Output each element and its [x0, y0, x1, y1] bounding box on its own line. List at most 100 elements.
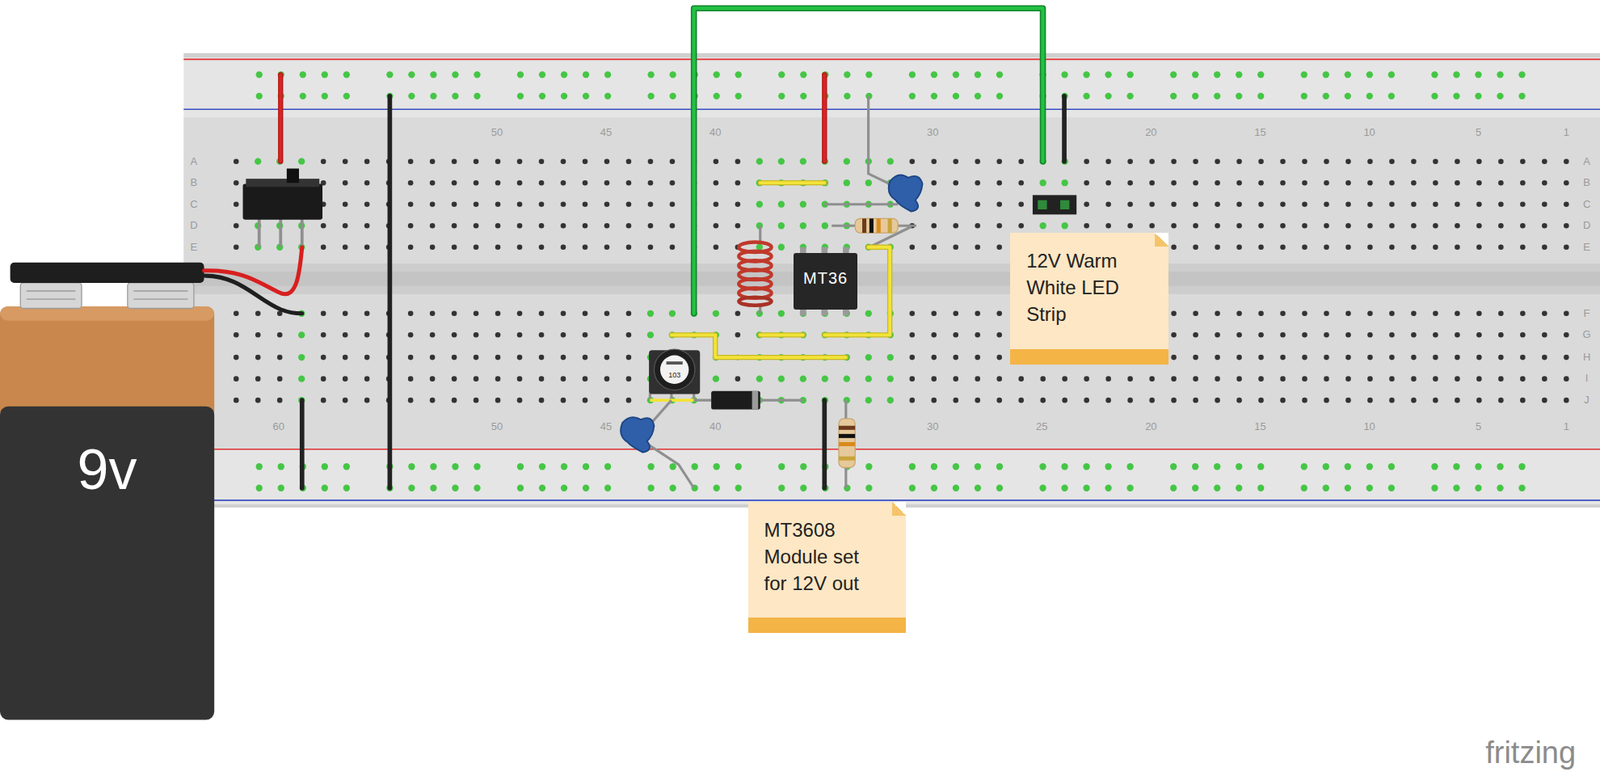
breadboard-hole [1258, 332, 1264, 338]
breadboard-hole [451, 180, 458, 186]
breadboard-hole [429, 332, 436, 338]
breadboard-hole [254, 158, 262, 165]
column-number: 50 [491, 126, 503, 139]
breadboard-hole [560, 71, 568, 78]
breadboard-hole [495, 158, 502, 165]
breadboard-hole [1366, 92, 1373, 100]
breadboard-hole [974, 180, 981, 186]
battery-9v [20, 282, 82, 309]
breadboard-hole [887, 396, 894, 404]
column-number: 45 [600, 126, 612, 139]
breadboard-hole [495, 332, 502, 338]
breadboard-hole [473, 201, 480, 207]
slide-switch [259, 216, 303, 248]
breadboard-hole [364, 201, 371, 207]
breadboard-hole [1040, 375, 1046, 382]
power-rail-line [183, 58, 1600, 61]
note-text: 12V Warm White LED Strip [1026, 247, 1144, 328]
breadboard-hole [1192, 354, 1199, 361]
breadboard-hole [1191, 463, 1199, 470]
breadboard-hole [1236, 332, 1243, 338]
breadboard-hole [1541, 354, 1548, 361]
breadboard-hole [648, 244, 654, 250]
breadboard-hole [1454, 354, 1461, 361]
breadboard-hole [1104, 71, 1112, 78]
column-number: 15 [1254, 126, 1266, 139]
breadboard-hole [1367, 332, 1373, 338]
breadboard-hole [473, 180, 480, 186]
breadboard-hole [930, 463, 938, 470]
jumper-wire-yellow [671, 182, 890, 358]
breadboard-hole [1345, 354, 1352, 361]
breadboard-hole [255, 332, 262, 338]
breadboard-hole [996, 244, 1003, 250]
led-connector [1037, 200, 1047, 210]
breadboard-hole [1257, 71, 1264, 78]
breadboard-hole [1322, 92, 1330, 100]
ceramic-capacitor [620, 400, 694, 489]
breadboard-hole [778, 71, 785, 78]
battery-lead [204, 247, 303, 295]
breadboard-hole [1104, 92, 1112, 100]
breadboard-hole [1498, 158, 1504, 165]
battery-9v [0, 306, 215, 419]
breadboard-hole [1083, 180, 1090, 186]
breadboard-hole [1476, 244, 1483, 250]
breadboard-hole [1258, 201, 1264, 207]
breadboard-hole [778, 92, 785, 100]
breadboard-hole [538, 484, 546, 492]
breadboard-hole [1236, 375, 1243, 382]
breadboard-hole [974, 244, 981, 250]
breadboard-hole [538, 201, 545, 207]
breadboard-hole [1498, 332, 1504, 338]
breadboard-hole [495, 354, 502, 361]
breadboard-hole [1170, 354, 1177, 361]
breadboard-hole [342, 311, 349, 317]
breadboard-hole [1061, 71, 1068, 78]
breadboard-hole [1389, 354, 1395, 361]
breadboard-hole [408, 397, 414, 404]
breadboard-hole [626, 223, 632, 229]
breadboard-hole [517, 92, 524, 100]
column-number: 15 [1254, 421, 1266, 433]
breadboard-hole [996, 201, 1003, 207]
breadboard-hole [1301, 92, 1308, 100]
breadboard-hole [1258, 375, 1264, 382]
breadboard-hole [1541, 332, 1548, 338]
breadboard-hole [1280, 375, 1286, 382]
breadboard-hole [996, 311, 1003, 317]
breadboard-hole [800, 484, 807, 492]
breadboard-hole [364, 311, 371, 317]
breadboard-hole [1389, 244, 1395, 250]
jumper-wire-yellow [671, 182, 890, 358]
breadboard-hole [1127, 158, 1133, 165]
breadboard-hole [342, 332, 349, 338]
breadboard-hole [1040, 397, 1046, 404]
breadboard-hole [1061, 222, 1069, 229]
breadboard-hole [429, 92, 437, 100]
breadboard-hole [320, 354, 327, 361]
breadboard-hole [1082, 463, 1090, 470]
breadboard-hole [582, 92, 590, 100]
breadboard-hole [233, 71, 1570, 492]
breadboard-hole [1192, 375, 1199, 382]
breadboard-hole [843, 71, 851, 78]
breadboard-hole [582, 332, 589, 338]
breadboard-hole [1236, 397, 1243, 404]
breadboard-hole [1170, 397, 1177, 404]
breadboard-hole [952, 223, 959, 229]
breadboard-hole [735, 201, 742, 207]
breadboard-hole [560, 244, 567, 250]
breadboard-hole [451, 223, 458, 229]
breadboard-hole [364, 158, 371, 165]
breadboard-hole [1498, 223, 1504, 229]
breadboard-hole [1345, 158, 1352, 165]
row-letter: F [1583, 307, 1591, 320]
column-number: 40 [709, 126, 721, 139]
breadboard-hole [1563, 354, 1570, 361]
breadboard-hole [1258, 158, 1264, 165]
breadboard-hole [713, 463, 720, 470]
breadboard-hole [1082, 71, 1090, 78]
breadboard-hole [1496, 484, 1504, 492]
breadboard-hole [735, 223, 742, 229]
